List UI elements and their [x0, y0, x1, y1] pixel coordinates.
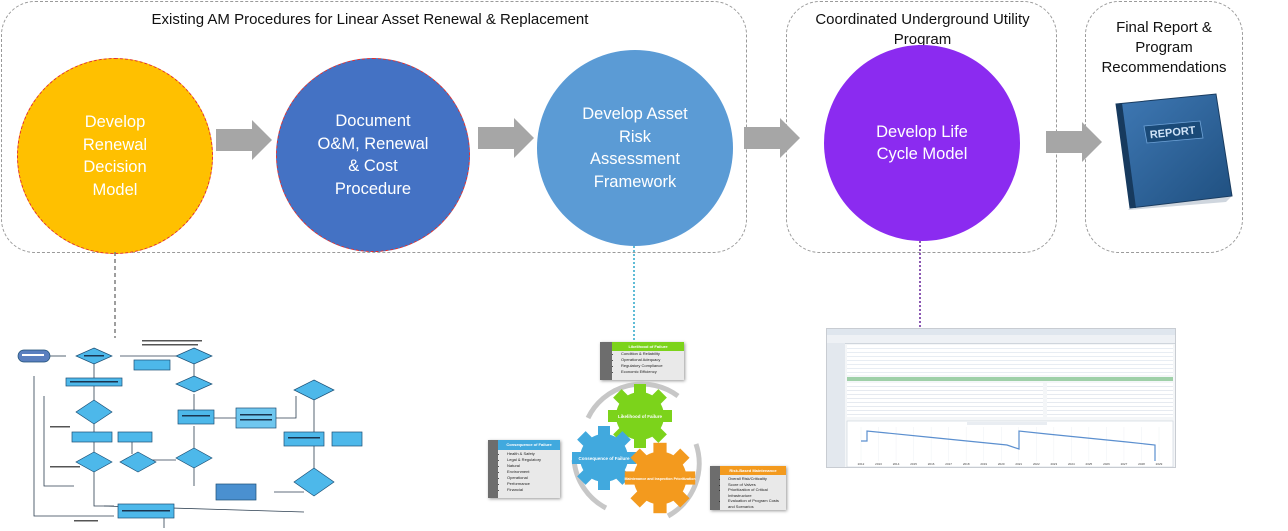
screenshot-sidebar [827, 343, 845, 467]
lifecycle-x-tick: 2028 [1138, 462, 1145, 466]
lifecycle-x-tick: 2024 [1068, 462, 1075, 466]
risk-gears: Likelihood of Failure Consequence of Fai… [571, 381, 702, 519]
likelihood-header: Likelihood of Failure [612, 342, 684, 351]
lifecycle-x-tick: 2025 [1086, 462, 1093, 466]
maintenance-item: Prioritization of Critical Infrastructur… [728, 487, 784, 498]
lifecycle-x-tick: 2016 [928, 462, 935, 466]
step-risk-assessment-framework-label: Develop Asset Risk Assessment Framework [582, 105, 688, 191]
screenshot-grid-top [847, 345, 1173, 375]
lifecycle-x-tick: 2026 [1103, 462, 1110, 466]
lifecycle-x-tick: 2021 [1015, 462, 1022, 466]
flow-arrow-2 [478, 118, 534, 158]
consequence-item: Operational [507, 475, 541, 481]
consequence-item: Performance [507, 481, 541, 487]
step-risk-assessment-framework: Develop Asset Risk Assessment Framework [537, 50, 733, 246]
connector-lifecycle-to-chart [919, 241, 921, 327]
risk-framework-graphic: Likelihood of Failure Condition & Reliab… [488, 340, 790, 528]
gear-orange-label: Maintenance and Inspection Prioritizatio… [624, 477, 695, 481]
likelihood-list: Condition & Reliability Operational Adeq… [616, 351, 663, 375]
likelihood-side [600, 342, 612, 380]
maintenance-item: Score of Valves [728, 482, 784, 488]
flow-arrow-3 [744, 118, 800, 158]
life-cycle-model-screenshot: 2012 2013 2014 2015 2016 2017 2018 2019 2020 2021… [826, 328, 1176, 468]
final-report-title: Final Report & Program Recommendations [1101, 19, 1227, 76]
step-document-procedure: Document O&M, Renewal & Cost Procedure [276, 58, 470, 252]
consequence-side [488, 440, 498, 498]
likelihood-item: Condition & Reliability [621, 351, 663, 357]
flow-arrow-1 [216, 120, 272, 160]
lifecycle-x-tick: 2022 [1033, 462, 1040, 466]
lifecycle-x-tick: 2015 [910, 462, 917, 466]
lifecycle-x-tick: 2019 [980, 462, 987, 466]
consequence-item: Environment [507, 469, 541, 475]
report-book-icon: REPORT [1115, 93, 1233, 210]
consequence-item: Legal & Regulatory [507, 457, 541, 463]
report-book-label: REPORT [1149, 125, 1196, 142]
lifecycle-x-tick: 2020 [998, 462, 1005, 466]
likelihood-card: Likelihood of Failure Condition & Reliab… [600, 342, 684, 380]
likelihood-item: Economic Efficiency [621, 369, 663, 375]
lifecycle-x-tick: 2014 [893, 462, 900, 466]
lifecycle-chart: 2012 2013 2014 2015 2016 2017 2018 2019 2020 2021… [846, 420, 1174, 467]
coordinated-program-title: Coordinated Underground Utility Program [815, 11, 1030, 48]
consequence-item: Financial [507, 487, 541, 493]
maintenance-header: Risk-Based Maintenance [720, 466, 786, 475]
lifecycle-x-tick: 2023 [1050, 462, 1057, 466]
maintenance-item: Overall Risk/Criticality [728, 476, 784, 482]
lifecycle-x-tick: 2027 [1121, 462, 1128, 466]
likelihood-item: Regulatory Compliance [621, 363, 663, 369]
screenshot-highlight-row [847, 377, 1173, 381]
step-renewal-decision-model: Develop Renewal Decision Model [17, 58, 213, 254]
connector-renewal-to-flowchart [114, 252, 116, 338]
maintenance-card: Risk-Based Maintenance Overall Risk/Crit… [710, 466, 786, 510]
lifecycle-curve [861, 430, 1156, 461]
lifecycle-x-tick: 2017 [945, 462, 952, 466]
consequence-list: Health & Safety Legal & Regulatory Natur… [502, 451, 541, 493]
lifecycle-x-tick: 2012 [858, 462, 865, 466]
consequence-item: Natural [507, 463, 541, 469]
screenshot-grid-right [1047, 383, 1173, 417]
flow-arrow-4 [1046, 122, 1102, 162]
gear-blue-label: Consequence of Failure [578, 456, 630, 461]
consequence-card: Consequence of Failure Health & Safety L… [488, 440, 560, 498]
existing-procedures-title: Existing AM Procedures for Linear Asset … [151, 11, 589, 28]
lifecycle-x-tick: 2018 [963, 462, 970, 466]
step-renewal-decision-model-label: Develop Renewal Decision Model [82, 113, 148, 199]
gear-green-label: Likelihood of Failure [618, 414, 662, 419]
lifecycle-x-tick: 2013 [875, 462, 882, 466]
likelihood-item: Operational Adequacy [621, 357, 663, 363]
maintenance-item: Evaluation of Program Costs and Scenario… [728, 498, 784, 509]
screenshot-grid-left [847, 383, 1043, 417]
step-life-cycle-model: Develop Life Cycle Model [824, 45, 1020, 241]
consequence-header: Consequence of Failure [498, 440, 560, 450]
maintenance-list: Overall Risk/Criticality Score of Valves… [723, 476, 784, 509]
screenshot-toolbar [827, 335, 1175, 344]
maintenance-side [710, 466, 720, 510]
connector-risk-to-gears [633, 246, 635, 346]
lifecycle-x-tick: 2029 [1156, 462, 1163, 466]
screenshot-titlebar [827, 329, 1175, 335]
renewal-decision-flowchart-thumbnail [17, 340, 363, 528]
consequence-item: Health & Safety [507, 451, 541, 457]
step-life-cycle-model-label: Develop Life Cycle Model [876, 122, 968, 164]
step-document-procedure-label: Document O&M, Renewal & Cost Procedure [317, 112, 429, 198]
